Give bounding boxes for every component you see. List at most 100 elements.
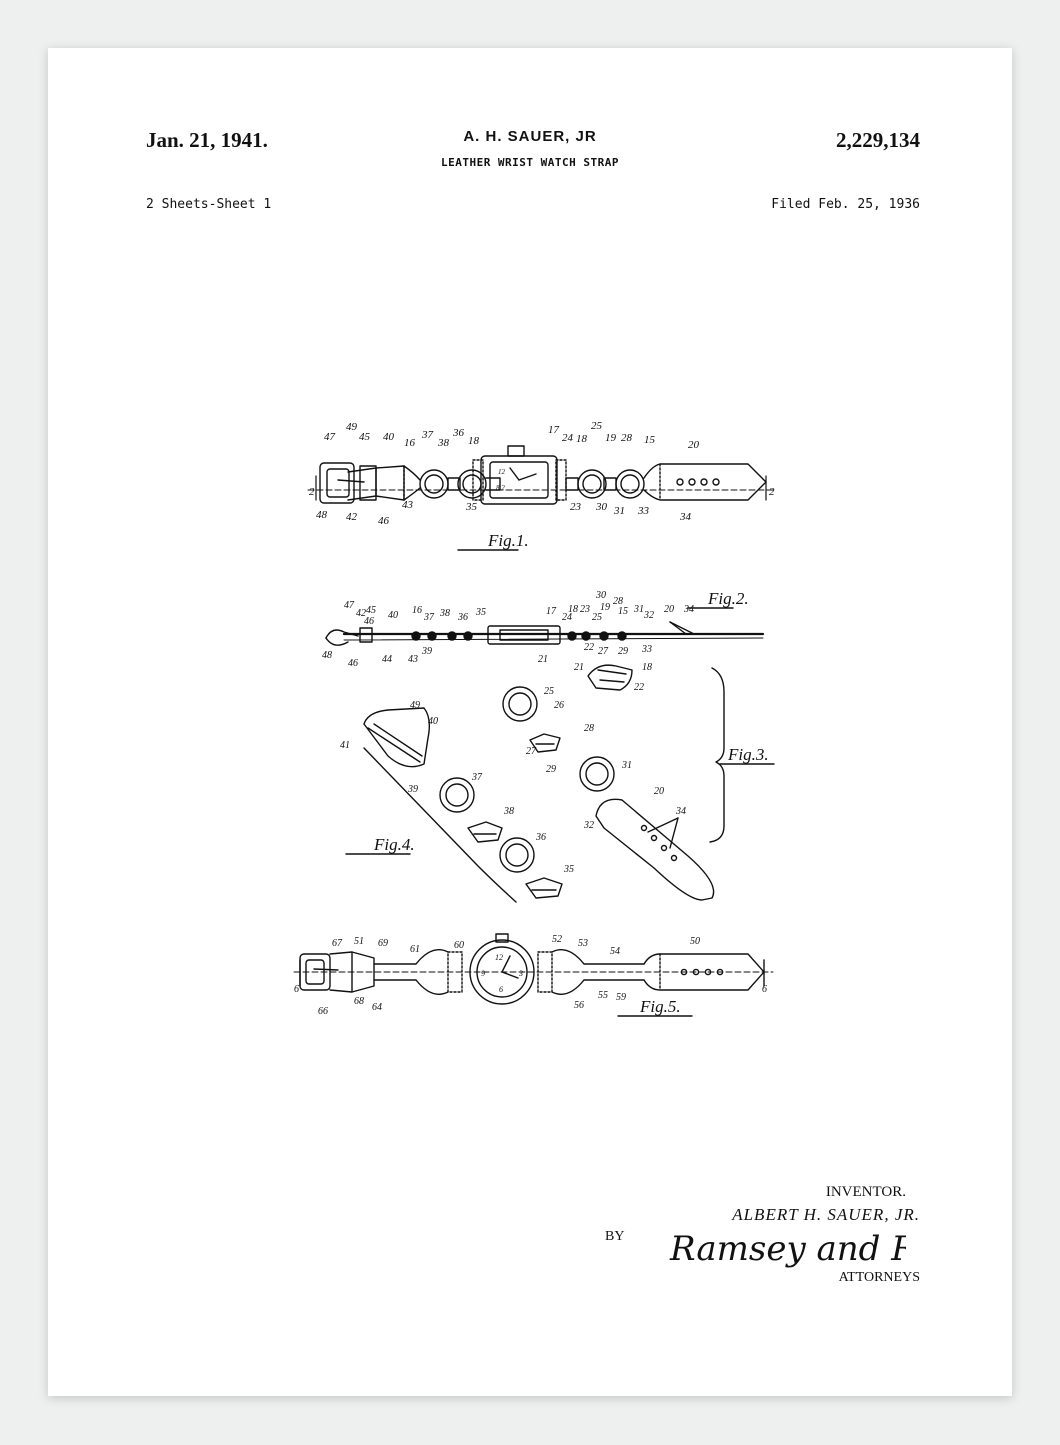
svg-text:3: 3 [518,969,523,978]
fig5-caption: Fig.5. [639,997,681,1016]
attorney-signature: Ramsey and Rave [669,1229,906,1269]
svg-text:46: 46 [378,515,390,527]
svg-text:43: 43 [408,654,418,665]
svg-text:40: 40 [428,716,438,727]
svg-text:45: 45 [366,605,376,616]
svg-text:30: 30 [595,590,606,601]
svg-text:31: 31 [633,604,644,615]
svg-text:68: 68 [354,996,364,1007]
svg-text:55: 55 [598,990,608,1001]
svg-text:23: 23 [580,604,590,615]
svg-text:20: 20 [664,604,674,615]
svg-text:12: 12 [495,953,503,962]
svg-text:31: 31 [621,760,632,771]
svg-text:24: 24 [562,612,572,623]
fig4-drawing [363,707,563,903]
svg-text:66: 66 [318,1006,328,1017]
svg-text:38: 38 [503,806,514,817]
svg-text:24: 24 [562,432,574,444]
svg-text:25: 25 [591,420,603,432]
patent-date: Jan. 21, 1941. [146,128,268,152]
svg-text:45: 45 [359,431,371,443]
svg-text:18: 18 [568,604,578,615]
svg-text:32: 32 [583,820,594,831]
svg-text:39: 39 [407,784,418,795]
svg-text:51: 51 [354,936,364,947]
svg-text:38: 38 [439,608,450,619]
svg-text:32: 32 [643,610,654,621]
svg-text:22: 22 [634,682,644,693]
svg-text:28: 28 [621,432,633,444]
inventor-name-header: A. H. SAUER, JR [463,128,597,145]
svg-text:15: 15 [644,434,656,446]
svg-text:46: 46 [364,616,374,627]
svg-text:60: 60 [454,940,464,951]
svg-text:31: 31 [613,505,625,517]
svg-text:59: 59 [616,992,626,1003]
svg-text:9: 9 [481,969,485,978]
svg-text:25: 25 [544,686,554,697]
fig2-drawing [325,621,765,646]
svg-text:46: 46 [348,658,358,669]
patent-number: 2,229,134 [836,128,920,152]
svg-text:17: 17 [546,606,557,617]
svg-text:64: 64 [372,1002,382,1013]
svg-text:21: 21 [538,654,548,665]
svg-text:19: 19 [600,602,610,613]
svg-text:30: 30 [595,501,608,513]
svg-text:47: 47 [344,600,355,611]
svg-text:29: 29 [618,646,628,657]
svg-text:16: 16 [412,605,422,616]
svg-text:35: 35 [465,501,478,513]
svg-text:8 2: 8 2 [496,484,505,492]
svg-text:18: 18 [642,662,652,673]
svg-text:33: 33 [641,644,652,655]
svg-text:6: 6 [499,985,503,994]
svg-text:44: 44 [382,654,392,665]
inventor-label: INVENTOR. [825,1184,906,1200]
svg-text:36: 36 [457,612,468,623]
svg-text:19: 19 [605,432,617,444]
svg-text:6: 6 [294,984,299,995]
svg-text:23: 23 [570,501,582,513]
svg-text:37: 37 [471,772,483,783]
fig1-caption: Fig.1. [487,531,529,550]
svg-text:33: 33 [637,505,650,517]
svg-text:69: 69 [378,938,388,949]
svg-text:16: 16 [404,437,416,449]
svg-text:61: 61 [410,944,420,955]
svg-text:18: 18 [576,433,588,445]
svg-text:2: 2 [309,486,315,498]
fig5-drawing: 12 9 3 6 [293,933,774,1005]
svg-text:42: 42 [346,511,358,523]
svg-text:20: 20 [654,786,664,797]
svg-text:56: 56 [574,1000,584,1011]
patent-sheet: Jan. 21, 1941. A. H. SAUER, JR 2,229,134… [48,48,1012,1396]
svg-text:25: 25 [592,612,602,623]
svg-text:20: 20 [688,439,700,451]
svg-text:17: 17 [548,424,560,436]
filed-date: Filed Feb. 25, 1936 [771,197,920,212]
svg-text:27: 27 [526,746,537,757]
svg-text:37: 37 [423,612,435,623]
svg-text:12: 12 [498,468,506,476]
attorneys-label: ATTORNEYS [838,1270,920,1285]
svg-text:35: 35 [563,864,574,875]
svg-text:2: 2 [769,486,775,498]
inventor-full-name: ALBERT H. SAUER, JR. [732,1205,920,1224]
svg-text:21: 21 [574,662,584,673]
svg-text:22: 22 [584,642,594,653]
fig3-drawing [502,664,725,901]
svg-text:54: 54 [610,946,620,957]
svg-text:47: 47 [324,431,336,443]
svg-text:Ramsey and Rave: Ramsey and Rave [669,1229,906,1269]
sheet-count: 2 Sheets-Sheet 1 [146,197,272,212]
svg-text:49: 49 [346,421,358,433]
svg-text:48: 48 [316,509,328,521]
svg-text:40: 40 [383,431,395,443]
svg-text:52: 52 [552,934,562,945]
